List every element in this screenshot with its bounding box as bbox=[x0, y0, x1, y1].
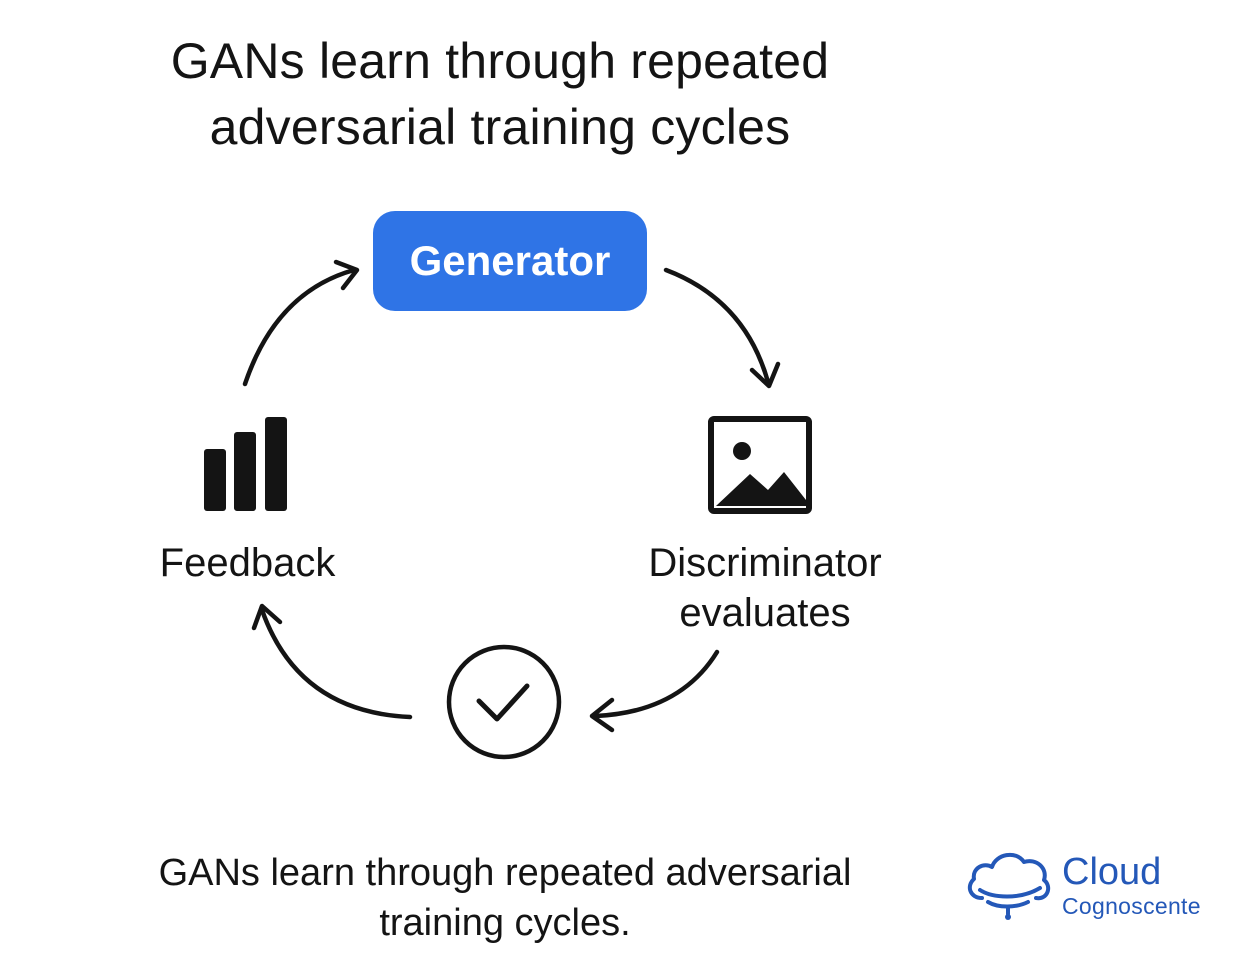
caption-line-2: training cycles. bbox=[379, 902, 631, 944]
brand-logo: Cloud Cognoscente bbox=[962, 846, 1232, 926]
discriminator-label-line-2: evaluates bbox=[679, 591, 851, 635]
generator-label: Generator bbox=[409, 237, 611, 284]
image-icon bbox=[708, 416, 812, 514]
logo-line-1: Cloud bbox=[1062, 851, 1162, 893]
discriminator-label-line-1: Discriminator bbox=[648, 541, 882, 585]
title-line-2: adversarial training cycles bbox=[209, 99, 791, 155]
arrow-feedback-to-generator bbox=[242, 259, 360, 387]
bar-chart-icon bbox=[204, 417, 287, 511]
arrow-generator-to-discriminator bbox=[663, 267, 781, 389]
logo-text: Cloud Cognoscente bbox=[1062, 852, 1201, 920]
caption-line-1: GANs learn through repeated adversarial bbox=[158, 852, 852, 894]
logo-line-2: Cognoscente bbox=[1062, 893, 1201, 919]
arrow-discriminator-to-check bbox=[589, 649, 720, 733]
cloud-icon bbox=[967, 852, 1051, 920]
feedback-label: Feedback bbox=[159, 541, 336, 585]
diagram-caption: GANs learn through repeated adversarial … bbox=[100, 848, 910, 948]
title-line-1: GANs learn through repeated bbox=[170, 33, 830, 89]
discriminator-label: Discriminator evaluates bbox=[610, 538, 920, 638]
generator-node: Generator bbox=[373, 211, 647, 311]
check-circle-icon bbox=[446, 644, 562, 760]
diagram-title: GANs learn through repeated adversarial … bbox=[0, 28, 1000, 160]
arrow-check-to-feedback bbox=[251, 603, 413, 720]
